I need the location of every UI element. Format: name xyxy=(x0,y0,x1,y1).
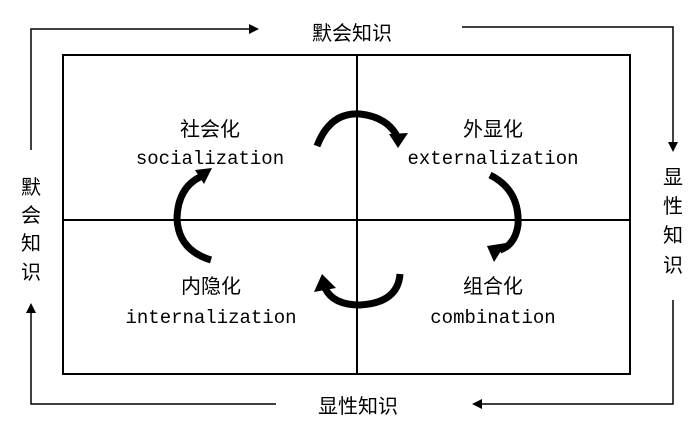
quadrant-en-label: socialization xyxy=(136,148,284,170)
quadrant-zh-label: 内隐化 xyxy=(181,274,241,298)
inner-box xyxy=(62,54,631,375)
outer-arrow-bottom xyxy=(472,300,674,409)
quadrant-en-label: externalization xyxy=(407,148,578,170)
edge-label-left: 默 会 知 识 xyxy=(21,175,41,284)
outer-arrow-top xyxy=(30,24,259,150)
cycle-arrow-externalization-to-combination xyxy=(487,171,522,262)
edge-left-char: 会 xyxy=(21,203,41,227)
outer-arrow-right xyxy=(462,26,678,152)
arrowhead-icon xyxy=(314,274,336,292)
quadrant-zh-label: 组合化 xyxy=(463,274,523,298)
edge-right-char: 知 xyxy=(663,223,683,247)
edge-label-top: 默会知识 xyxy=(312,21,392,45)
arrowhead-icon xyxy=(195,168,212,184)
quadrant-zh-label: 外显化 xyxy=(463,117,523,141)
outer-arrow-left xyxy=(26,303,276,405)
quadrant-zh-label: 社会化 xyxy=(180,117,240,141)
quadrant-en-label: internalization xyxy=(125,307,296,329)
edge-right-char: 性 xyxy=(663,194,683,218)
edge-left-char: 知 xyxy=(21,231,41,255)
arrowhead-icon xyxy=(389,133,408,148)
edge-right-char: 识 xyxy=(663,253,683,277)
quadrant-internalization: 内隐化 internalization xyxy=(125,274,296,329)
edge-label-bottom: 显性知识 xyxy=(318,394,398,418)
quadrant-combination: 组合化 combination xyxy=(430,274,555,329)
quadrant-externalization: 外显化 externalization xyxy=(407,117,578,170)
cycle-arrow-internalization-to-socialization xyxy=(173,168,213,264)
cycle-arrow-socialization-to-externalization xyxy=(313,110,408,148)
cycle-arrow-combination-to-internalization xyxy=(314,273,404,309)
edge-left-char: 默 xyxy=(21,175,41,199)
quadrant-en-label: combination xyxy=(430,307,555,329)
quadrant-socialization: 社会化 socialization xyxy=(136,117,284,170)
arrowhead-icon xyxy=(487,243,506,262)
edge-label-right: 显 性 知 识 xyxy=(663,165,683,277)
edge-right-char: 显 xyxy=(663,165,683,189)
edge-left-char: 识 xyxy=(21,260,41,284)
